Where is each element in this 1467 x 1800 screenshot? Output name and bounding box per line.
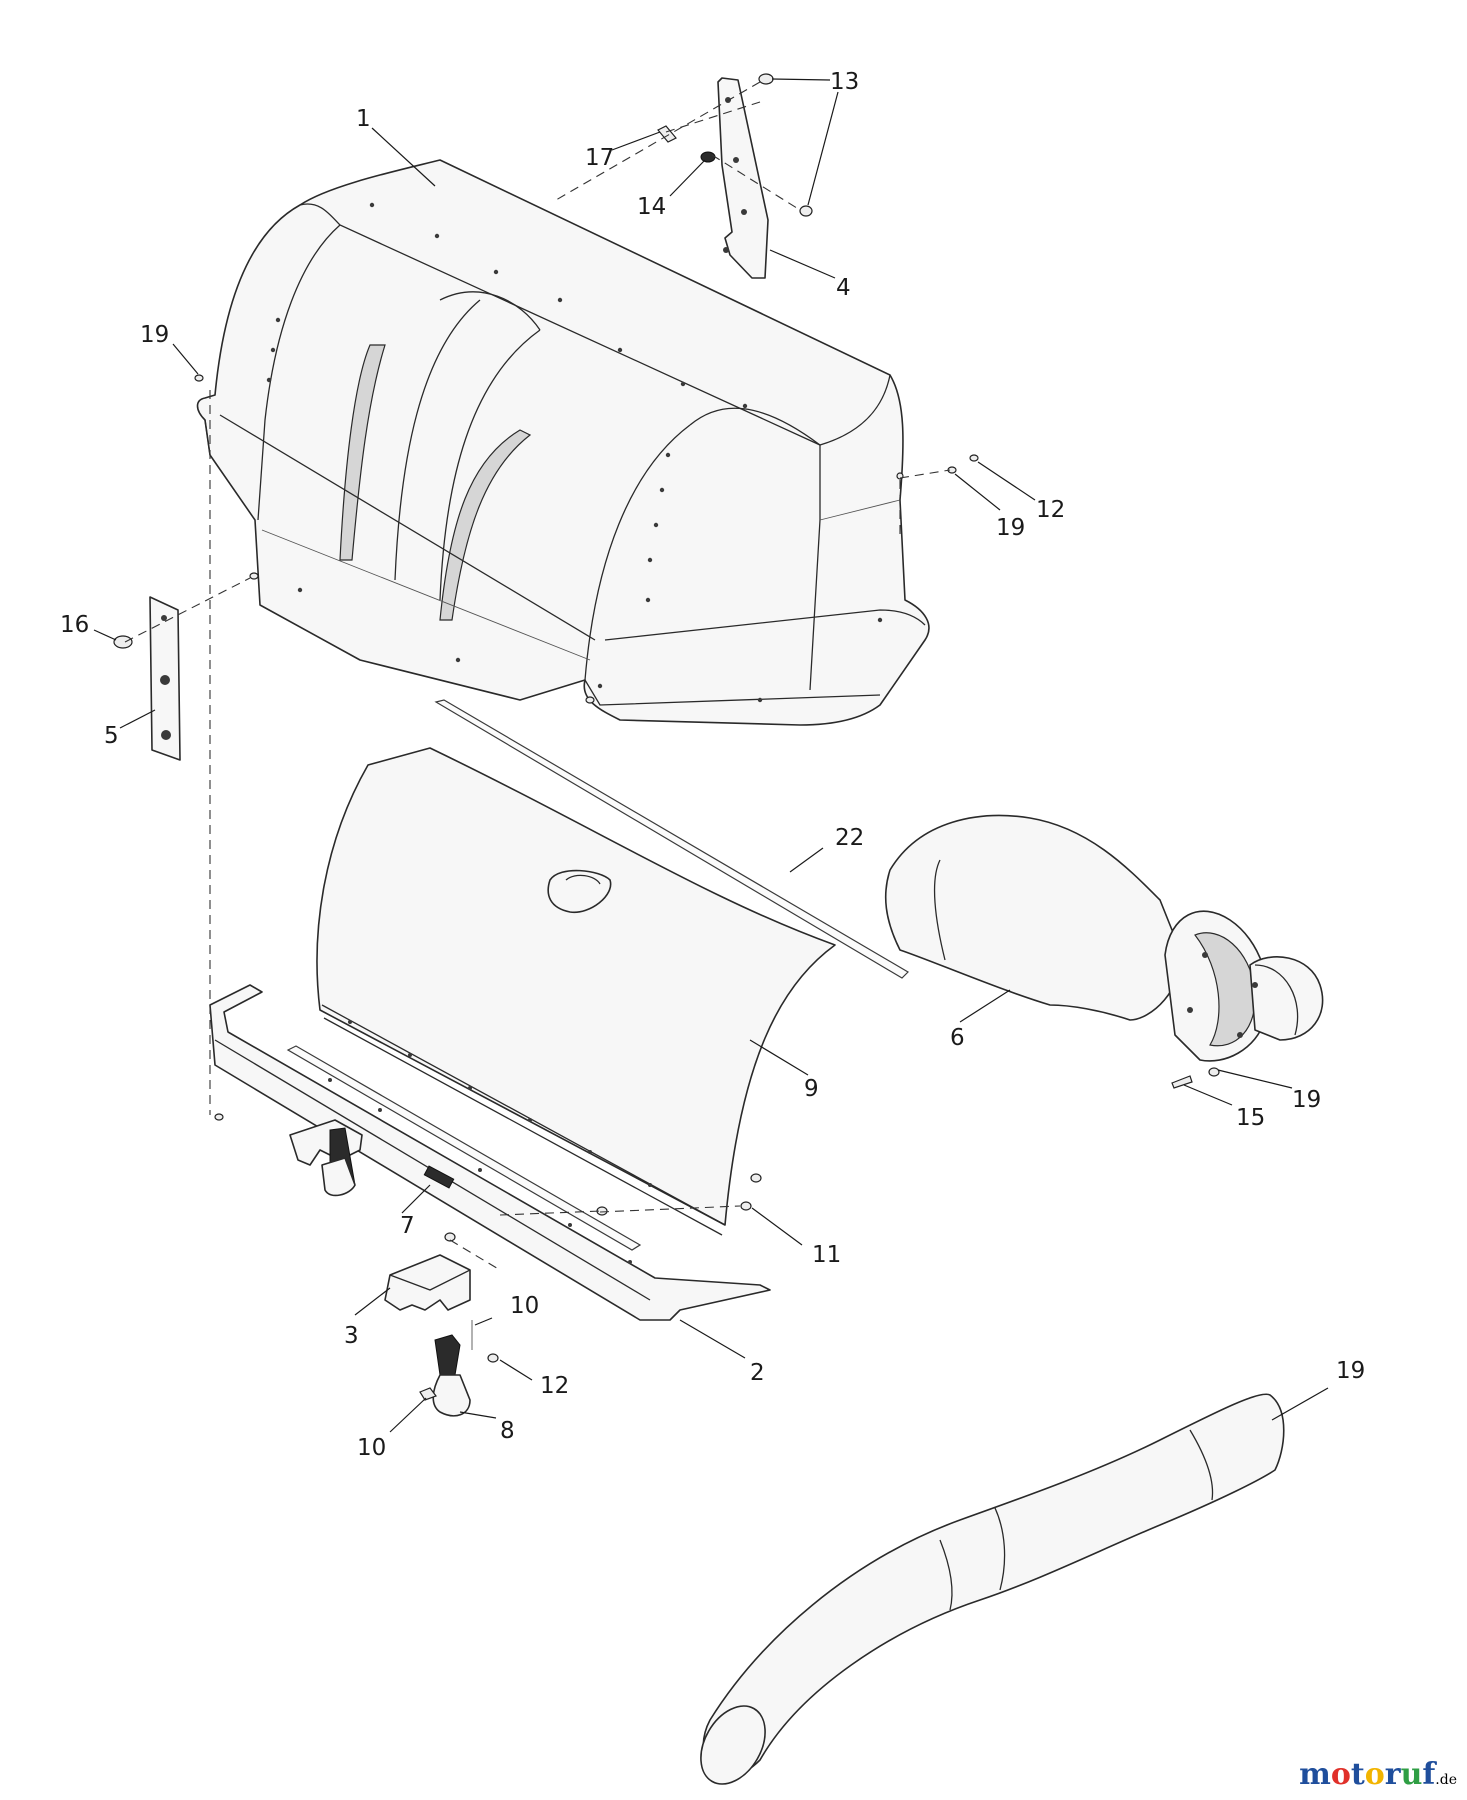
callout-5: 5 — [104, 723, 119, 749]
callout-labels: 1 13 17 14 4 19 12 19 16 5 22 6 9 15 19 … — [60, 69, 1365, 1461]
callout-2: 2 — [750, 1360, 765, 1386]
watermark-letter: u — [1400, 1757, 1423, 1792]
watermark-suffix: .de — [1435, 1772, 1457, 1788]
leader-lines — [93, 78, 1329, 1433]
latch-bracket — [384, 1232, 471, 1311]
callout-10a: 10 — [510, 1293, 539, 1319]
discharge-tube — [700, 1393, 1285, 1785]
callout-13: 12 — [1036, 497, 1065, 523]
panel-hardware — [214, 1113, 762, 1216]
watermark-letter: t — [1350, 1757, 1365, 1792]
callout-4: 4 — [836, 275, 851, 301]
assembly-lines — [124, 81, 951, 1271]
callout-15: 14 — [637, 194, 666, 220]
callout-16: 15 — [1236, 1105, 1265, 1131]
latch-hook — [419, 1320, 499, 1417]
lower-frame — [209, 984, 771, 1321]
watermark-letter: m — [1299, 1757, 1331, 1792]
callout-11: 11 — [812, 1242, 841, 1268]
motoruf-watermark-logo: motoruf.de — [1299, 1757, 1457, 1792]
callout-18: 17 — [585, 145, 614, 171]
watermark-letter: o — [1330, 1757, 1351, 1792]
callout-1: 1 — [356, 106, 371, 132]
callout-21: 19 — [1336, 1358, 1365, 1384]
callout-19b: 19 — [1292, 1087, 1321, 1113]
watermark-letter: f — [1422, 1757, 1436, 1792]
callout-19a: 19 — [996, 515, 1025, 541]
callout-17: 16 — [60, 612, 89, 638]
callout-6: 6 — [950, 1025, 965, 1051]
discharge-elbow — [884, 814, 1324, 1089]
callout-22: 22 — [835, 825, 864, 851]
callout-12: 12 — [540, 1373, 569, 1399]
callout-9: 9 — [804, 1076, 819, 1102]
callout-7: 7 — [400, 1213, 415, 1239]
side-plate — [113, 572, 595, 761]
watermark-letter: o — [1364, 1757, 1385, 1792]
callout-20: 19 — [140, 322, 169, 348]
callout-8: 8 — [500, 1418, 515, 1444]
latch-assembly — [289, 1119, 455, 1197]
bracket-hardware — [657, 73, 813, 217]
callout-14: 13 — [830, 69, 859, 95]
hopper-cover — [196, 159, 930, 726]
mounting-bracket — [717, 77, 769, 279]
seal-strip — [434, 699, 909, 979]
door-panel — [316, 747, 836, 1236]
watermark-letter: r — [1384, 1757, 1401, 1792]
callout-10b: 10 — [357, 1435, 386, 1461]
callout-3: 3 — [344, 1323, 359, 1349]
